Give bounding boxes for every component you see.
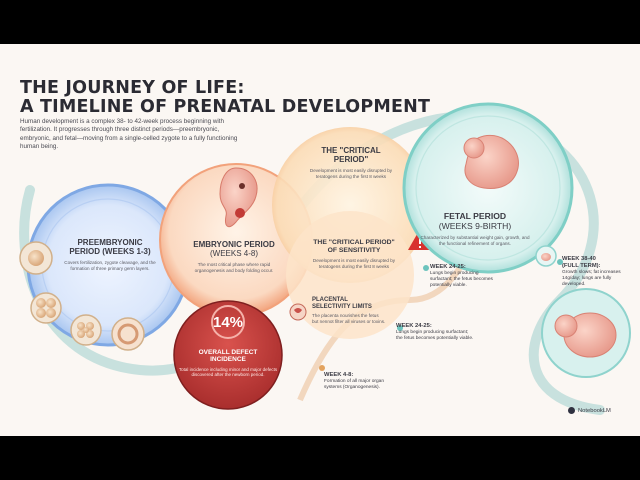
sensitivity-label: THE "CRITICAL PERIOD"OF SENSITIVITY Deve… — [304, 239, 404, 269]
fetus-illustration — [463, 134, 519, 189]
week-38-40-heading-2: (FULL TERM): — [562, 263, 601, 269]
title-line-2: A TIMELINE OF PRENATAL DEVELOPMENT — [20, 97, 431, 117]
marker-week-24-25-upper — [423, 265, 429, 271]
placental-heading-2: SELECTIVITY LIMITS — [312, 304, 372, 310]
week-4-8-text: Formation of all major organ systems (Or… — [324, 379, 384, 390]
page-title: THE JOURNEY OF LIFE: A TIMELINE OF PRENA… — [20, 79, 430, 117]
zygote-cells-illustration — [19, 241, 145, 351]
week-38-40-text: Growth slows; fat increases 14g/day; lun… — [562, 270, 621, 287]
week-24-25-lower-note: WEEK 24-25: Lungs begin producing surfac… — [396, 323, 474, 342]
newborn-illustration — [554, 312, 617, 358]
fetal-label: FETAL PERIOD(WEEKS 9-BIRTH) Characterize… — [420, 211, 530, 246]
sensitivity-heading-2: OF SENSITIVITY — [327, 246, 381, 254]
intro-paragraph: Human development is a complex 38- to 42… — [20, 118, 238, 150]
notebooklm-icon — [568, 407, 575, 414]
placental-heading-1: PLACENTAL — [312, 297, 348, 303]
week-4-8-note: WEEK 4-8: Formation of all major organ s… — [324, 372, 396, 391]
week-38-40-note: WEEK 38-40(FULL TERM): Growth slows; fat… — [562, 256, 632, 287]
critical-heading-1: THE "CRITICAL — [321, 146, 381, 155]
sensitivity-heading-1: THE "CRITICAL PERIOD" — [313, 239, 395, 246]
brand-label: NotebookLM — [578, 407, 611, 414]
week-24-25-lower-heading: WEEK 24-25: — [396, 323, 432, 329]
defect-heading-2: INCIDENCE — [210, 356, 246, 364]
embryo-illustration — [219, 167, 258, 228]
week-24-25-upper-text: Lungs begin producing surfactant; the fe… — [430, 271, 493, 288]
embryonic-subheading: (WEEKS 4-8) — [209, 249, 258, 258]
critical-description: Development is most easily disrupted by … — [309, 168, 393, 179]
brand-watermark: NotebookLM — [568, 407, 611, 414]
embryonic-heading: EMBRYONIC PERIOD — [193, 240, 275, 249]
critical-heading-2: PERIOD" — [333, 155, 369, 164]
defect-percent: 14% — [212, 314, 244, 331]
week-24-25-upper-note: WEEK 24-25: Lungs begin producing surfac… — [430, 264, 500, 288]
marker-week-4-8 — [319, 365, 325, 371]
marker-week-24-25-lower — [397, 325, 403, 331]
sensitivity-description: Development is most easily disrupted by … — [312, 258, 396, 269]
preembryonic-subheading: PERIOD (WEEKS 1-3) — [69, 247, 151, 256]
placental-description: The placenta nourishes the fetus but nen… — [312, 313, 386, 324]
week-24-25-upper-heading: WEEK 24-25: — [430, 264, 466, 270]
fetal-description: Characterized by substantial weight gain… — [420, 235, 530, 246]
preembryonic-description: Covers fertilization, zygote cleavage, a… — [64, 260, 156, 271]
defect-heading-1: OVERALL DEFECT — [198, 349, 258, 356]
sensitivity-bubble — [286, 211, 414, 339]
preembryonic-heading: PREEMBRYONIC — [77, 238, 143, 247]
embryonic-label: EMBRYONIC PERIOD(WEEKS 4-8) The most cri… — [186, 240, 282, 273]
week-24-25-lower-text: Lungs begin producing surfactant; the fe… — [396, 330, 474, 341]
fetal-subheading: (WEEKS 9-BIRTH) — [438, 220, 512, 231]
timeline-illustration — [19, 102, 631, 415]
embryonic-description: The most critical phase where rapid orga… — [194, 262, 274, 273]
defect-incidence-circle — [173, 300, 283, 410]
week-38-40-heading-1: WEEK 38-40 — [562, 256, 596, 262]
title-line-1: THE JOURNEY OF LIFE: — [20, 78, 245, 98]
fetal-heading: FETAL PERIOD — [443, 211, 507, 221]
marker-week-38-40 — [557, 259, 563, 265]
week-4-8-heading: WEEK 4-8: — [324, 372, 354, 378]
defect-percent-ring — [211, 305, 245, 339]
defect-description: Total incidence including minor and majo… — [178, 366, 278, 378]
